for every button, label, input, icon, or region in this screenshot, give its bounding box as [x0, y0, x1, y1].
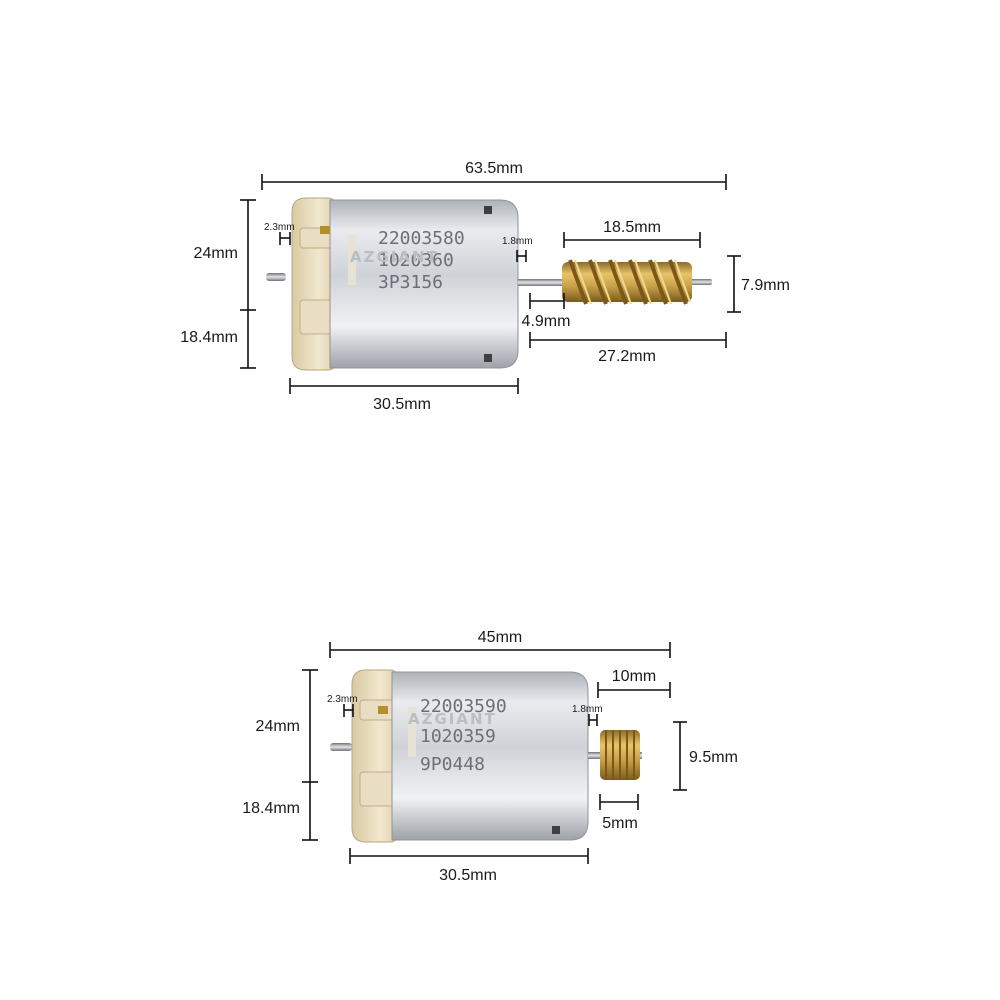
print-line-2: 1020360: [378, 250, 454, 271]
motor-can: [329, 199, 519, 369]
dim-label-shaft-gap: 1.8mm: [502, 236, 533, 247]
motor-can: [391, 671, 589, 841]
dim-end-cap: 2.3mm: [327, 694, 358, 717]
dim-label-overall: 63.5mm: [465, 160, 523, 177]
dim-end-cap: 2.3mm: [264, 222, 295, 245]
dim-label-gear-diameter: 9.5mm: [689, 749, 738, 766]
dim-worm-length: 18.5mm: [563, 219, 701, 248]
dim-label-height-lower: 18.4mm: [180, 329, 238, 346]
dim-shaft-gap: 1.8mm: [502, 236, 533, 262]
brand-watermark: AZGIANT: [350, 248, 439, 266]
pinion-gear: [600, 730, 640, 780]
dim-height: 24mm 18.4mm: [180, 199, 256, 369]
dim-label-shaft-exposed: 4.9mm: [522, 313, 571, 330]
dim-label-height-upper: 24mm: [256, 718, 300, 735]
dim-body-length: 30.5mm: [289, 378, 519, 413]
front-shaft: [518, 279, 566, 286]
motor-top: 22003580 1020360 3P3156 AZGIANT 63.5mm 2…: [180, 160, 790, 413]
rear-pin: [266, 273, 286, 281]
dim-label-shaft-total: 27.2mm: [598, 348, 656, 365]
dim-label-shaft-gap: 1.8mm: [572, 704, 603, 715]
dim-gear-diameter: 9.5mm: [673, 721, 738, 791]
print-line-2: 1020359: [420, 726, 496, 747]
dim-overall-length: 63.5mm: [261, 160, 727, 190]
dim-gear-length: 5mm: [599, 794, 639, 832]
print-line-1: 22003590: [420, 696, 507, 717]
dim-height: 24mm 18.4mm: [242, 669, 318, 841]
print-line-3: 9P0448: [420, 754, 485, 775]
print-line-3: 3P3156: [378, 272, 443, 293]
dim-label-worm-length: 18.5mm: [603, 219, 661, 236]
dim-shaft-total: 27.2mm: [529, 332, 727, 365]
dim-overall-length: 45mm: [329, 629, 671, 658]
dim-label-height-lower: 18.4mm: [242, 800, 300, 817]
dim-label-height-upper: 24mm: [194, 245, 238, 262]
dim-worm-diameter: 7.9mm: [727, 255, 790, 313]
rear-pin: [330, 743, 352, 751]
dim-label-end-cap: 2.3mm: [327, 694, 358, 705]
dim-label-worm-diameter: 7.9mm: [741, 277, 790, 294]
dim-label-end-cap: 2.3mm: [264, 222, 295, 233]
dim-label-body-length: 30.5mm: [439, 867, 497, 884]
motor-bottom: 22003590 1020359 9P0448 AZGIANT 45mm 24m…: [242, 629, 738, 884]
brand-watermark: AZGIANT: [408, 710, 497, 728]
print-line-1: 22003580: [378, 228, 465, 249]
worm-gear: [562, 259, 692, 305]
dim-label-gear-length: 5mm: [602, 815, 638, 832]
dim-label-body-length: 30.5mm: [373, 396, 431, 413]
dim-shaft-length: 10mm: [597, 668, 671, 698]
dim-label-overall: 45mm: [478, 629, 522, 646]
dim-shaft-exposed: 4.9mm: [522, 293, 571, 330]
dim-shaft-gap: 1.8mm: [572, 704, 603, 726]
dim-label-shaft-length: 10mm: [612, 668, 656, 685]
dim-body-length: 30.5mm: [349, 848, 589, 884]
